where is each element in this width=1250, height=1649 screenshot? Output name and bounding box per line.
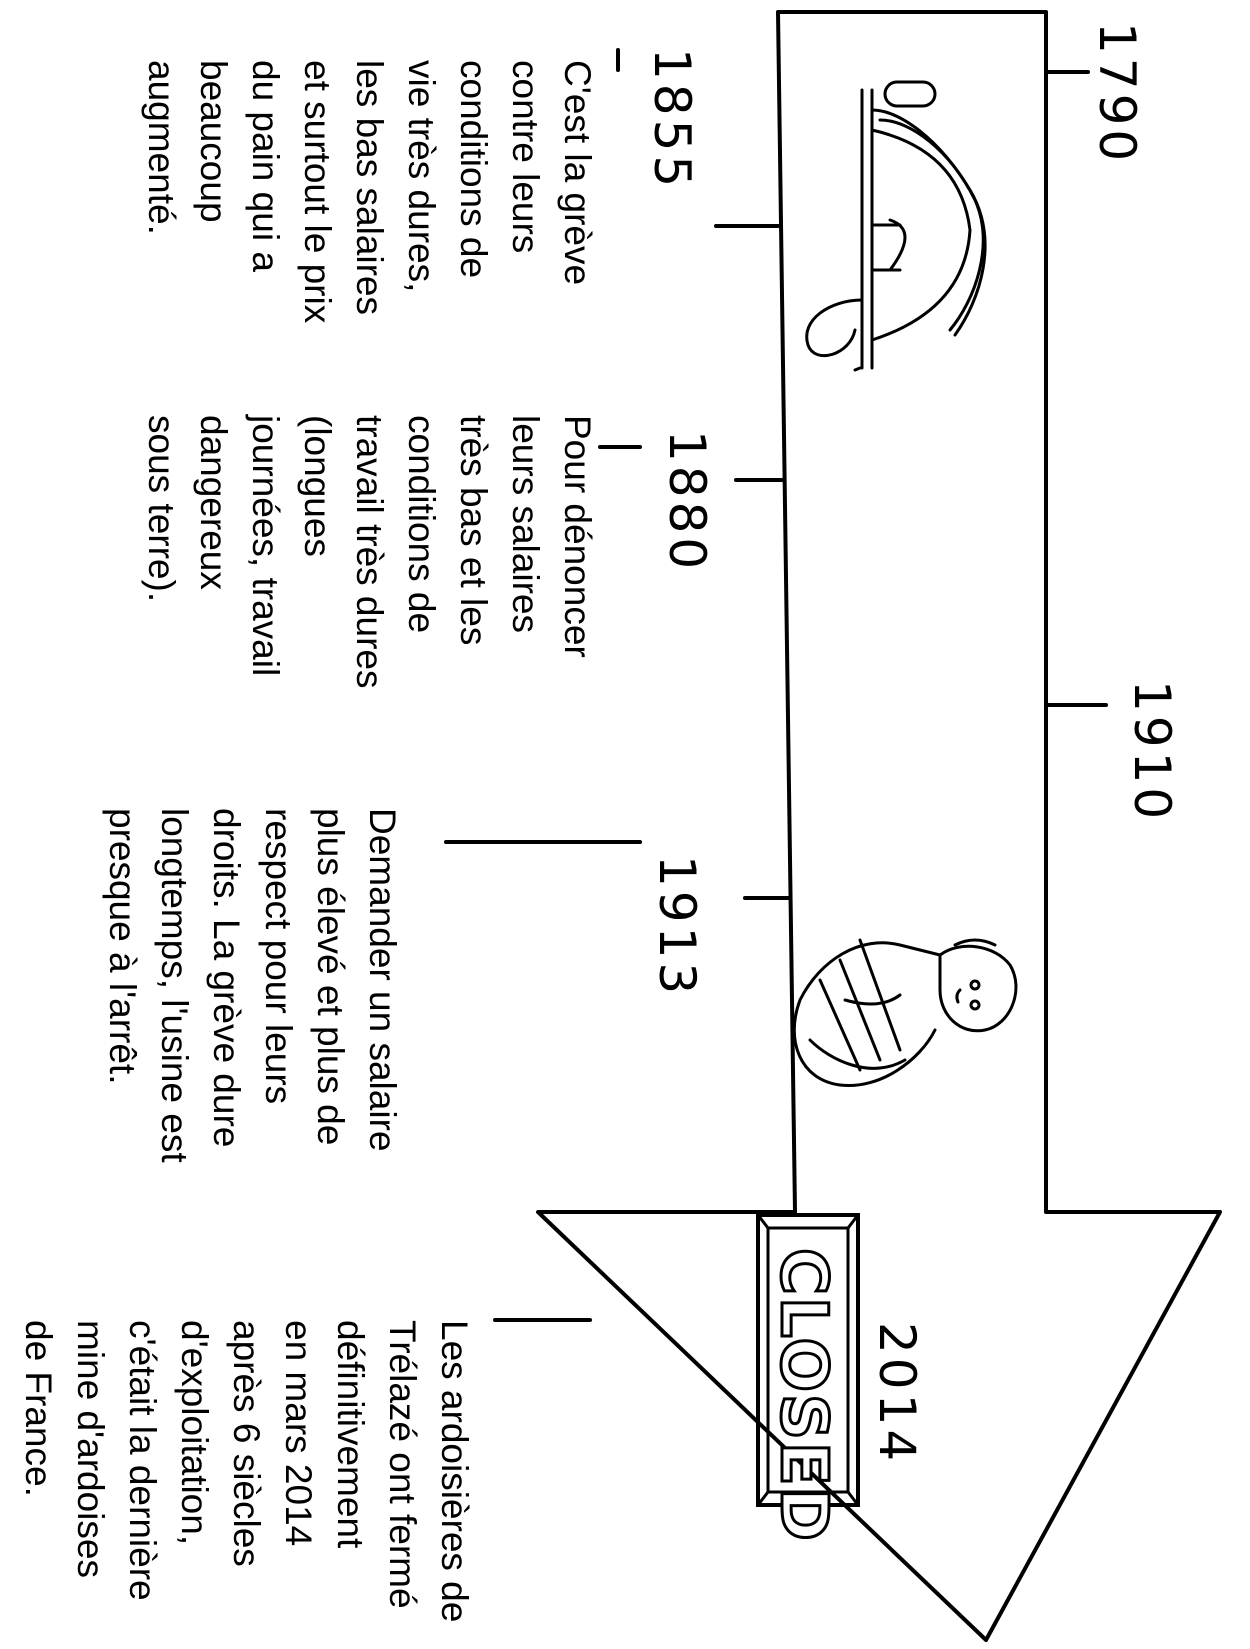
note-1855-line: du pain qui a [245, 60, 286, 272]
note-1855-line: contre leurs [505, 60, 546, 253]
note-1913-line: plus élevé et plus de [310, 808, 351, 1145]
crossed-arms-person-icon [794, 940, 1016, 1086]
note-2014-line: définitivement [330, 1320, 371, 1549]
note-1913-line: Demander un salaire [362, 808, 403, 1151]
note-1880-line: très bas et les [453, 415, 494, 645]
note-1855-line: augmenté. [141, 60, 182, 235]
note-1855-line: les bas salaires [349, 60, 390, 315]
note-1913-line: respect pour leurs [258, 808, 299, 1104]
note-1880: Pour dénoncer leurs salaires très bas et… [141, 414, 598, 689]
year-1913-label: 1913 [648, 855, 706, 998]
year-1855-label: 1855 [643, 48, 701, 191]
note-2014-line: d'exploitation, [174, 1320, 215, 1545]
year-2014-label: 2014 [868, 1322, 926, 1465]
note-1913-line: presque à l'arrêt. [102, 808, 143, 1085]
note-2014: Les ardoisières de Trélazé ont fermé déf… [18, 1320, 475, 1622]
note-2014-line: mine d'ardoises [70, 1320, 111, 1578]
note-2014-line: c'était la dernière [122, 1320, 163, 1601]
balance-scale-icon [807, 82, 985, 370]
note-1880-line: Pour dénoncer [557, 415, 598, 658]
note-1880-line: journées, travail [245, 414, 286, 676]
note-1913-line: longtemps, l'usine est [154, 808, 195, 1163]
note-1855-line: vie très dures, [401, 60, 442, 292]
note-1880-line: sous terre). [141, 415, 182, 602]
note-2014-line: de France. [18, 1320, 59, 1497]
note-2014-line: après 6 siècles [226, 1320, 267, 1567]
note-1880-line: travail très dures [349, 415, 390, 689]
note-1855-line: et surtout le prix [297, 60, 338, 324]
note-1880-line: leurs salaires [505, 415, 546, 633]
note-1880-line: conditions de [401, 415, 442, 633]
note-2014-line: en mars 2014 [278, 1320, 319, 1546]
note-1880-line: (longues [297, 415, 338, 557]
note-1855: C'est la grève contre leurs conditions d… [141, 60, 598, 324]
note-2014-line: Trélazé ont fermé [382, 1320, 423, 1609]
note-1913: Demander un salaire plus élevé et plus d… [102, 808, 403, 1163]
year-1790-label: 1790 [1088, 22, 1146, 165]
note-1855-line: C'est la grève [557, 60, 598, 285]
note-1880-line: dangereux [193, 415, 234, 590]
closed-sign-icon: CLOSED [758, 1215, 858, 1543]
year-1880-label: 1880 [658, 430, 716, 573]
closed-sign-text: CLOSED [766, 1248, 840, 1543]
note-1913-line: droits. La grève dure [206, 808, 247, 1147]
note-1855-line: beaucoup [193, 60, 234, 223]
note-2014-line: Les ardoisières de [434, 1320, 475, 1622]
note-1855-line: conditions de [453, 60, 494, 278]
year-1910-label: 1910 [1123, 680, 1181, 823]
